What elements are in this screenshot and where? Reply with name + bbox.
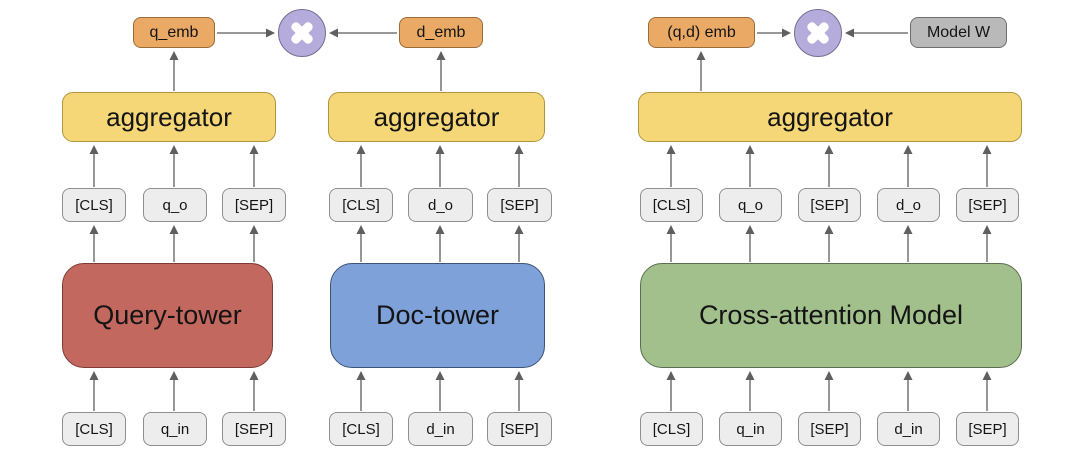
- multiply-icon: [278, 9, 326, 57]
- query-tower-box: Query-tower: [62, 263, 273, 368]
- doc-output-token-cls: [CLS]: [329, 188, 393, 222]
- query-output-token-sep: [SEP]: [222, 188, 286, 222]
- cross-attention-model-box: Cross-attention Model: [640, 263, 1022, 368]
- doc-output-token-do: d_o: [408, 188, 473, 222]
- query-output-token-cls: [CLS]: [62, 188, 126, 222]
- cross-output-token-cls: [CLS]: [640, 188, 703, 222]
- doc-tower-box: Doc-tower: [330, 263, 545, 368]
- query-output-token-qo: q_o: [143, 188, 207, 222]
- query-input-token-sep: [SEP]: [222, 412, 286, 446]
- cross-input-token-sep1: [SEP]: [798, 412, 861, 446]
- query-input-token-qin: q_in: [143, 412, 207, 446]
- query-tower-arrows: [89, 28, 275, 411]
- cross-attention-aggregator-box: aggregator: [638, 92, 1022, 142]
- cross-input-token-cls: [CLS]: [640, 412, 703, 446]
- query-aggregator-box: aggregator: [62, 92, 276, 142]
- doc-input-token-din: d_in: [408, 412, 473, 446]
- query-input-token-cls: [CLS]: [62, 412, 126, 446]
- cross-output-token-qo: q_o: [719, 188, 782, 222]
- qd-emb-box: (q,d) emb: [648, 17, 755, 48]
- cross-attention-arrows: [666, 28, 992, 411]
- d-emb-box: d_emb: [399, 17, 483, 48]
- cross-output-token-sep2: [SEP]: [956, 188, 1019, 222]
- cross-input-token-qin: q_in: [719, 412, 782, 446]
- doc-tower-arrows: [329, 28, 524, 411]
- doc-aggregator-box: aggregator: [328, 92, 545, 142]
- doc-input-token-sep: [SEP]: [487, 412, 552, 446]
- cross-output-token-sep1: [SEP]: [798, 188, 861, 222]
- cross-input-token-sep2: [SEP]: [956, 412, 1019, 446]
- multiply-icon: [794, 9, 842, 57]
- model-w-box: Model W: [910, 17, 1007, 48]
- q-emb-box: q_emb: [133, 17, 215, 48]
- cross-input-token-din: d_in: [877, 412, 940, 446]
- cross-output-token-do: d_o: [877, 188, 940, 222]
- doc-input-token-cls: [CLS]: [329, 412, 393, 446]
- doc-output-token-sep: [SEP]: [487, 188, 552, 222]
